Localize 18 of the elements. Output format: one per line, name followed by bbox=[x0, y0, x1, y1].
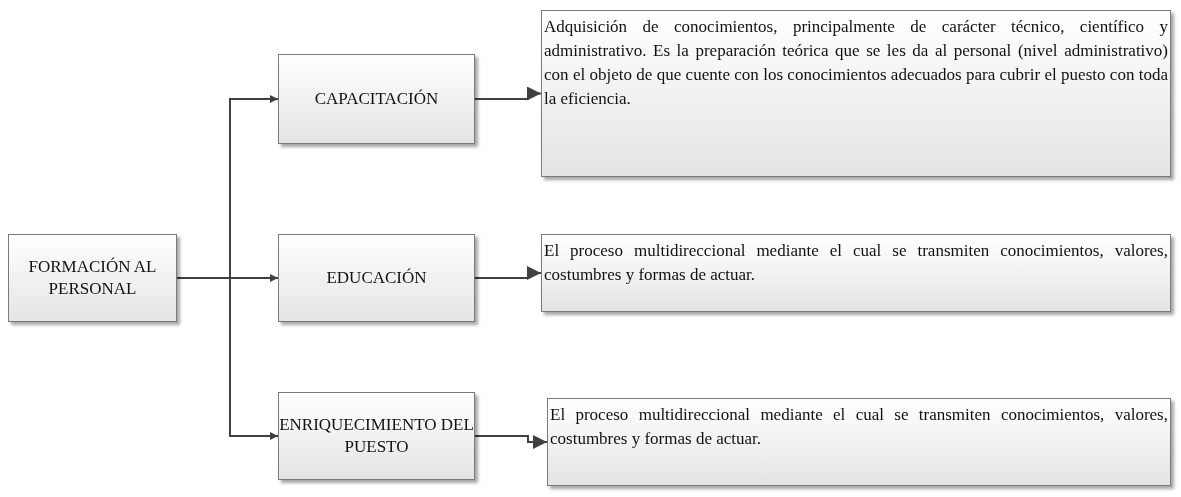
node-text: ENRIQUECIMIENTO DEL PUESTO bbox=[279, 414, 474, 458]
node-text: CAPACITACIÓN bbox=[314, 88, 439, 110]
description-box bbox=[541, 10, 1171, 177]
node-text: El proceso multidireccional mediante el cual se transmiten conocimientos, valores, costumbres y formas de actuar. bbox=[543, 240, 1169, 286]
arrow bbox=[176, 277, 279, 440]
process-box bbox=[278, 392, 475, 480]
arrow bbox=[474, 435, 548, 449]
node-text: Adquisición de conocimientos, principalmente de carácter técnico, científico y administrativo. Es la preparación teórica que se les da al personal (nivel administrativo) con el objeto de que cuente con los conocimientos adecuados para cubrir el puesto con toda la eficiencia. bbox=[543, 16, 1169, 110]
process-box bbox=[8, 234, 177, 322]
arrow bbox=[474, 86, 542, 101]
node-text: EDUCACIÓN bbox=[326, 267, 427, 289]
node-text: El proceso multidireccional mediante el cual se transmiten conocimientos, valores, costumbres y formas de actuar. bbox=[549, 404, 1169, 450]
description-box bbox=[547, 398, 1171, 486]
description-box bbox=[541, 234, 1171, 312]
process-box bbox=[278, 54, 475, 144]
node-text: FORMACIÓN AL PERSONAL bbox=[27, 256, 158, 300]
arrow bbox=[474, 266, 542, 280]
process-box bbox=[278, 234, 475, 322]
